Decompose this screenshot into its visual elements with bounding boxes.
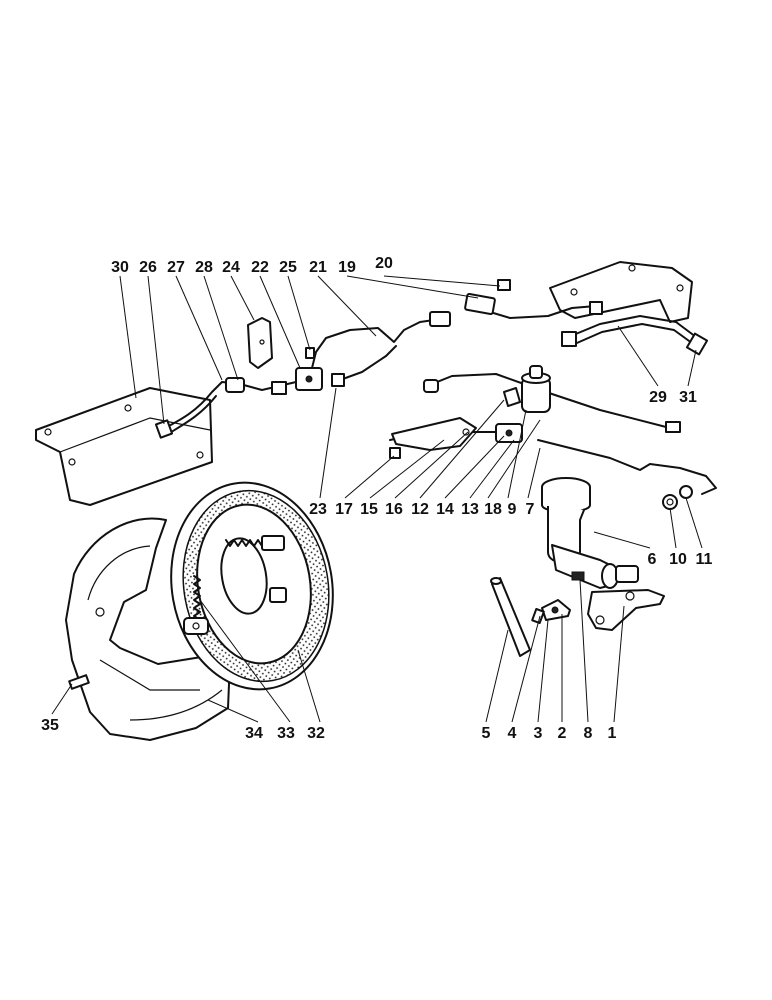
label-14: 14 <box>436 501 454 518</box>
label-30: 30 <box>111 259 129 276</box>
drum-cover <box>65 517 231 741</box>
label-4: 4 <box>508 725 517 742</box>
label-31: 31 <box>679 389 697 406</box>
label-20: 20 <box>375 255 393 272</box>
label-11: 11 <box>696 551 713 568</box>
label-33: 33 <box>277 725 295 742</box>
small-bracket <box>247 317 273 369</box>
master-cylinder <box>541 477 665 631</box>
label-7: 7 <box>526 501 535 518</box>
label-2: 2 <box>558 725 567 742</box>
label-22: 22 <box>251 259 269 276</box>
label-6: 6 <box>648 551 657 568</box>
label-24: 24 <box>222 259 240 276</box>
label-26: 26 <box>139 259 157 276</box>
mounting-bracket <box>35 387 213 506</box>
label-16: 16 <box>385 501 403 518</box>
pushrod-parts <box>490 577 571 657</box>
label-21: 21 <box>309 259 327 276</box>
label-28: 28 <box>195 259 213 276</box>
label-27: 27 <box>167 259 185 276</box>
label-19: 19 <box>338 259 356 276</box>
rear-bracket <box>549 261 693 323</box>
callout-labels: 30 26 27 28 24 22 25 21 19 20 29 31 23 1… <box>41 255 712 742</box>
label-8: 8 <box>584 725 593 742</box>
label-18: 18 <box>484 501 502 518</box>
label-32: 32 <box>307 725 325 742</box>
leader-lines <box>51 275 703 723</box>
label-35: 35 <box>41 717 59 734</box>
label-1: 1 <box>608 725 617 742</box>
label-25: 25 <box>279 259 297 276</box>
label-23: 23 <box>309 501 327 518</box>
label-10: 10 <box>669 551 687 568</box>
label-34: 34 <box>245 725 263 742</box>
label-3: 3 <box>534 725 543 742</box>
label-9: 9 <box>508 501 517 518</box>
label-29: 29 <box>649 389 667 406</box>
label-15: 15 <box>360 501 378 518</box>
label-5: 5 <box>482 725 491 742</box>
fittings <box>154 279 709 510</box>
brake-backplate-assembly <box>170 481 334 691</box>
label-17: 17 <box>335 501 353 518</box>
label-13: 13 <box>461 501 479 518</box>
label-12: 12 <box>411 501 429 518</box>
